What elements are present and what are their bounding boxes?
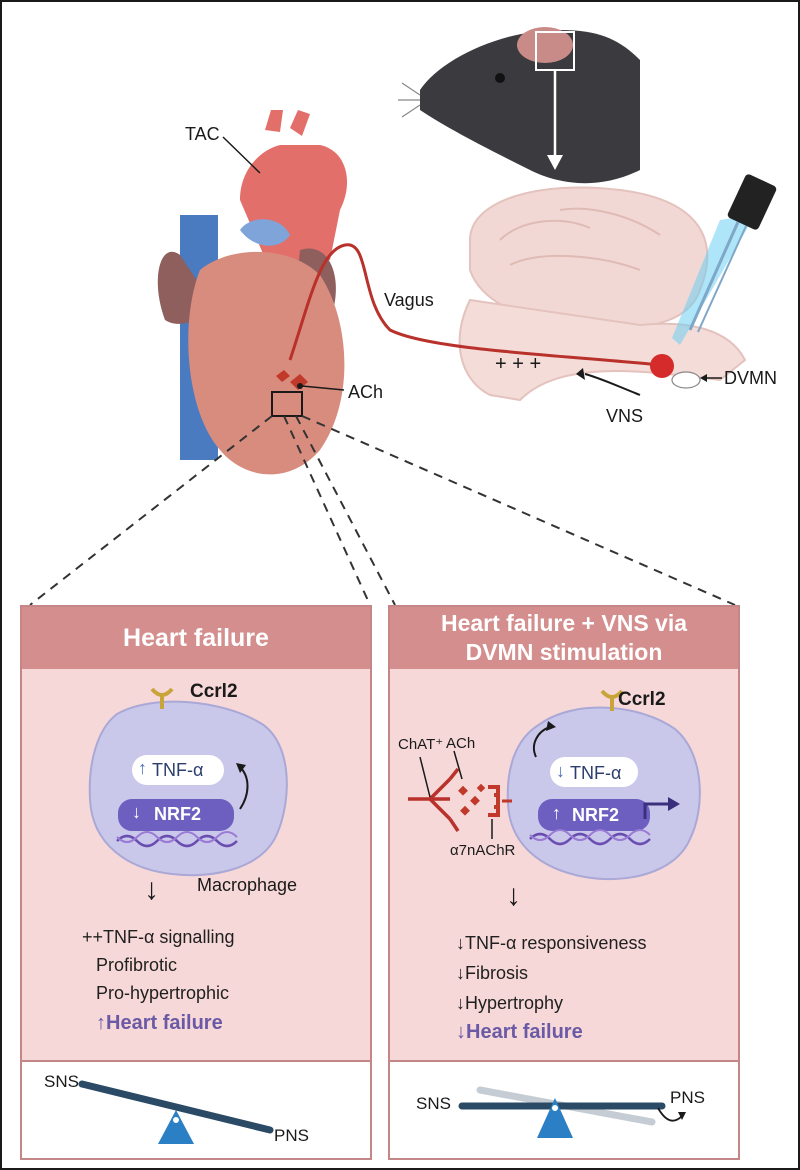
effect-item: ++TNF-α signalling: [82, 927, 235, 947]
tilt-arrow-icon: [657, 1107, 683, 1122]
pns-label: PNS: [274, 1126, 309, 1145]
sns-label: SNS: [416, 1094, 451, 1113]
chat-pointer: [419, 756, 431, 798]
ach-label: ACh: [348, 382, 383, 402]
pns-label: PNS: [670, 1088, 705, 1107]
nrf2-down-arrow-icon: ↓: [132, 802, 141, 822]
chat-label: ChAT⁺: [398, 736, 444, 753]
a7nachr-label: α7nAChR: [450, 842, 516, 859]
dvmn-marker: [671, 371, 701, 389]
seesaw-beam: [78, 1080, 274, 1134]
ccrl2-receptor-icon: [150, 687, 174, 709]
dna-strand: [116, 834, 238, 848]
a7nachr-receptor-icon: [488, 785, 500, 817]
brain-illustration: [458, 186, 747, 402]
effect-item: ↓TNF-α responsiveness: [456, 933, 647, 953]
autonomic-balance: SNS PNS: [22, 1060, 370, 1158]
seesaw-illustration: [78, 1080, 274, 1144]
vns-label: VNS: [606, 406, 643, 426]
seesaw-illustration: [458, 1086, 686, 1138]
rat-head-illustration: [398, 27, 640, 184]
vagus-label: Vagus: [384, 290, 434, 310]
ach-vesicles: [458, 783, 486, 816]
down-arrow-icon: ↓: [144, 873, 159, 906]
ach-pointer: [453, 750, 463, 780]
vagus-nerve: [288, 243, 661, 367]
fulcrum-icon: [537, 1098, 573, 1138]
outcome-label: ↓Heart failure: [456, 1021, 583, 1043]
nrf2-up-arrow-icon: ↑: [552, 803, 561, 823]
nrf2-bar: [538, 799, 650, 831]
sns-label: SNS: [44, 1072, 79, 1091]
tnf-label: TNF-α: [152, 760, 204, 780]
outcome-label: ↑Heart failure: [96, 1012, 223, 1034]
zoom-dashed-lines: [29, 415, 736, 606]
vns-mechanism-illustration: [408, 689, 701, 881]
dna-strand: [529, 832, 651, 846]
ccrl2-label: Ccrl2: [618, 689, 666, 710]
panel-heart-failure-vns: Heart failure + VNS via DVMN stimulation: [388, 605, 740, 1160]
ach-label: ACh: [446, 735, 476, 752]
nrf2-label: NRF2: [572, 805, 620, 825]
dvmn-nucleus: [650, 354, 674, 378]
tnf-label: TNF-α: [570, 763, 622, 783]
transcription-arrow: [643, 802, 668, 819]
autonomic-balance: SNS PNS: [390, 1060, 738, 1158]
top-illustration: TAC Vagus ACh + + + VNS DVMN: [29, 27, 777, 606]
effect-item: Profibrotic: [96, 955, 178, 975]
ccrl2-label: Ccrl2: [190, 681, 238, 702]
macrophage-illustration: [88, 687, 288, 877]
effect-item: Pro-hypertrophic: [96, 983, 230, 1003]
vns-arrow: [584, 373, 641, 396]
ach-pointer: [301, 385, 345, 391]
dvmn-label: DVMN: [724, 368, 777, 388]
effect-item: ↓Hypertrophy: [456, 993, 564, 1013]
panel-title: Heart failure + VNS via DVMN stimulation: [390, 607, 738, 669]
tnf-down-arrow-icon: ↓: [556, 761, 565, 781]
tac-label: TAC: [185, 124, 220, 144]
optogenetic-probe-illustration: [672, 174, 777, 345]
nrf2-label: NRF2: [154, 804, 202, 824]
macrophage-label: Macrophage: [197, 875, 298, 895]
nrf2-bar: [118, 799, 234, 831]
ccrl2-receptor-icon: [600, 689, 624, 711]
tnf-bubble: [550, 757, 638, 787]
tnf-bubble: [132, 755, 224, 785]
plus-signs: + + +: [495, 353, 541, 375]
down-arrow-icon: ↓: [506, 879, 521, 912]
effect-item: ↓Fibrosis: [456, 963, 529, 983]
panel-title: Heart failure: [22, 607, 370, 669]
panel-heart-failure: Heart failure Ccrl2 TNF-α ↑ NRF2 ↓ Macro…: [20, 605, 372, 1160]
tac-pointer: [222, 136, 261, 174]
fulcrum-icon: [158, 1110, 194, 1144]
tnf-up-arrow-icon: ↑: [138, 758, 147, 778]
chat-neuron-terminal: [408, 767, 460, 832]
